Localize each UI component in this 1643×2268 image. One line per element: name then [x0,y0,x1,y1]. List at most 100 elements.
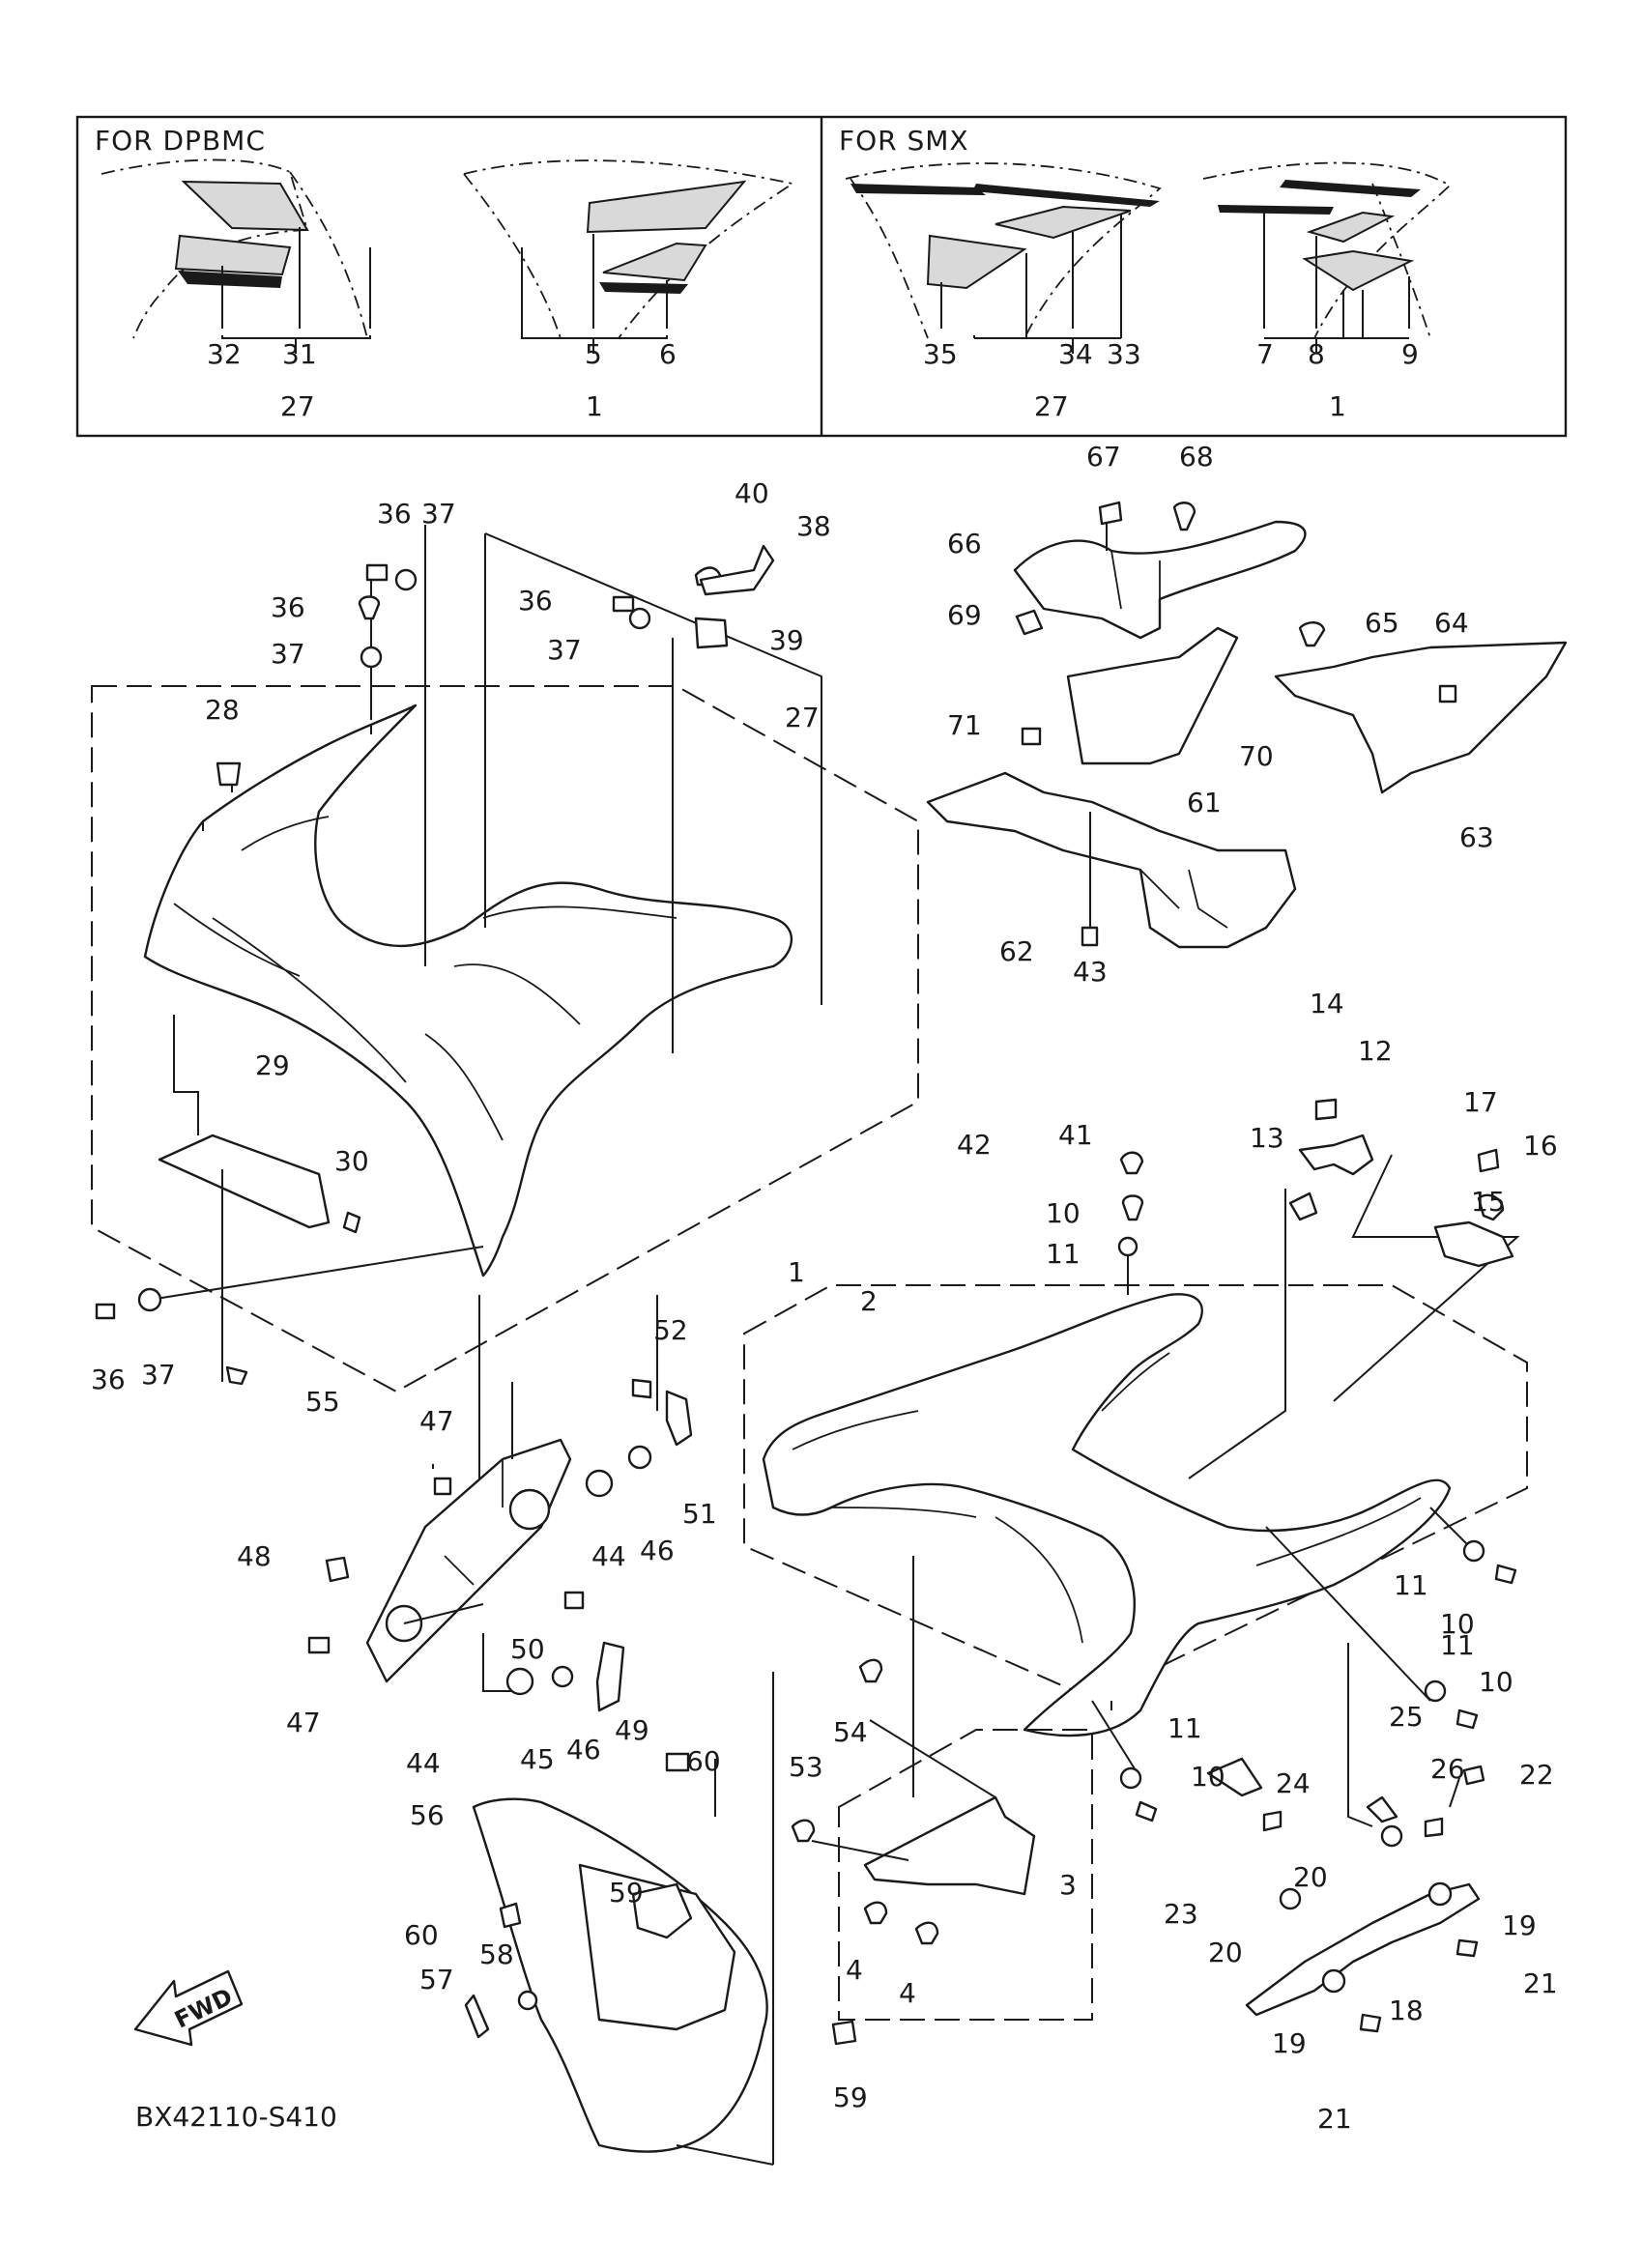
callout-37: 37 [421,498,456,530]
callout-46: 46 [640,1535,675,1566]
callout-68: 68 [1179,441,1214,473]
callout-25: 25 [1389,1701,1424,1733]
callout-1: 1 [1329,390,1346,422]
callout-65: 65 [1365,607,1399,639]
callout-16: 16 [1523,1130,1558,1162]
diagram-code: BX42110-S410 [135,2101,337,2133]
callout-29: 29 [255,1049,290,1081]
callout-26: 26 [1430,1753,1465,1785]
callouts: 1 2 3 4 4 10 10 10 10 11 11 11 11 12 13 … [91,441,1558,2135]
callout-20: 20 [1208,1937,1243,1968]
callout-38: 38 [796,510,831,542]
callout-11: 11 [1046,1238,1081,1270]
callout-48: 48 [237,1540,272,1572]
inset-title-smx: FOR SMX [839,125,969,157]
callout-11: 11 [1440,1629,1475,1661]
callout-62: 62 [999,935,1034,967]
callout-37: 37 [271,638,305,670]
callout-30: 30 [334,1145,369,1177]
callout-1: 1 [586,390,603,422]
inner-panel-29 [158,1134,331,1229]
lower-bracket-18 [1206,1643,1485,2033]
callout-44: 44 [591,1540,626,1572]
inset-dpbmc: FOR DPBMC [95,125,795,354]
callout-33: 33 [1107,338,1141,370]
right-cowling-assembly [743,1154,1528,2165]
callout-27: 27 [785,702,820,733]
callout-47: 47 [419,1405,454,1437]
callout-61: 61 [1187,787,1222,818]
hardware-right [1117,1098,1517,1823]
callout-18: 18 [1389,1995,1424,2026]
callout-19: 19 [1502,1909,1537,1941]
callout-36: 36 [91,1364,126,1395]
callout-58: 58 [479,1938,514,1970]
hardware-lower-left [307,1378,693,1712]
callout-1: 1 [788,1256,805,1288]
callout-36: 36 [377,498,412,530]
callout-51: 51 [682,1498,717,1530]
callout-2: 2 [860,1285,878,1317]
callout-27: 27 [280,390,315,422]
callout-45: 45 [520,1743,555,1775]
side-cowling-left [143,703,793,1278]
under-cowling-56 [464,1752,857,2166]
callout-36: 36 [518,585,553,617]
callout-34: 34 [1058,338,1093,370]
callout-4: 4 [899,1977,916,2009]
callout-59: 59 [833,2081,868,2113]
callout-31: 31 [282,338,317,370]
callout-11: 11 [1167,1712,1202,1744]
callout-24: 24 [1276,1767,1311,1799]
callout-21: 21 [1523,1967,1558,1999]
callout-21: 21 [1317,2103,1352,2135]
callout-10: 10 [1479,1666,1513,1698]
callout-52: 52 [653,1314,688,1346]
callout-11: 11 [1394,1569,1428,1601]
callout-28: 28 [205,694,240,726]
callout-66: 66 [947,528,982,560]
callout-57: 57 [419,1964,454,1995]
callout-27: 27 [1034,390,1069,422]
callout-10: 10 [1191,1761,1225,1793]
callout-37: 37 [141,1359,176,1391]
callout-6: 6 [659,338,677,370]
callout-71: 71 [947,709,982,741]
callout-39: 39 [769,624,804,656]
callout-47: 47 [286,1707,321,1738]
callout-4: 4 [846,1954,863,1986]
callout-46: 46 [566,1734,601,1766]
callout-9: 9 [1401,338,1419,370]
callout-54: 54 [833,1716,868,1748]
inset-title-dpbmc: FOR DPBMC [95,125,266,157]
callout-60: 60 [404,1919,439,1951]
callout-36: 36 [271,591,305,623]
callout-8: 8 [1308,338,1325,370]
callout-60: 60 [686,1745,721,1777]
callout-59: 59 [609,1877,644,1909]
callout-70: 70 [1239,740,1274,772]
forward-arrow: FWD [133,1969,244,2047]
callout-44: 44 [406,1747,441,1779]
callout-69: 69 [947,599,982,631]
callout-15: 15 [1471,1186,1506,1218]
callout-49: 49 [615,1714,649,1746]
inset-smx: FOR SMX [839,125,1452,354]
callout-14: 14 [1310,988,1344,1019]
callout-35: 35 [923,338,958,370]
callout-12: 12 [1358,1035,1393,1067]
callout-13: 13 [1250,1122,1284,1154]
left-cowling-assembly [91,525,919,1393]
side-cowling-right [762,1293,1452,1737]
callout-22: 22 [1519,1759,1554,1791]
callout-37: 37 [547,634,582,666]
callout-32: 32 [207,338,242,370]
callout-3: 3 [1059,1869,1077,1901]
duct-assembly-61-70 [926,501,1568,949]
callout-67: 67 [1086,441,1121,473]
hardware-left [95,544,775,1386]
callout-41: 41 [1058,1119,1093,1151]
callout-50: 50 [510,1633,545,1665]
inset-frame [75,115,1568,438]
